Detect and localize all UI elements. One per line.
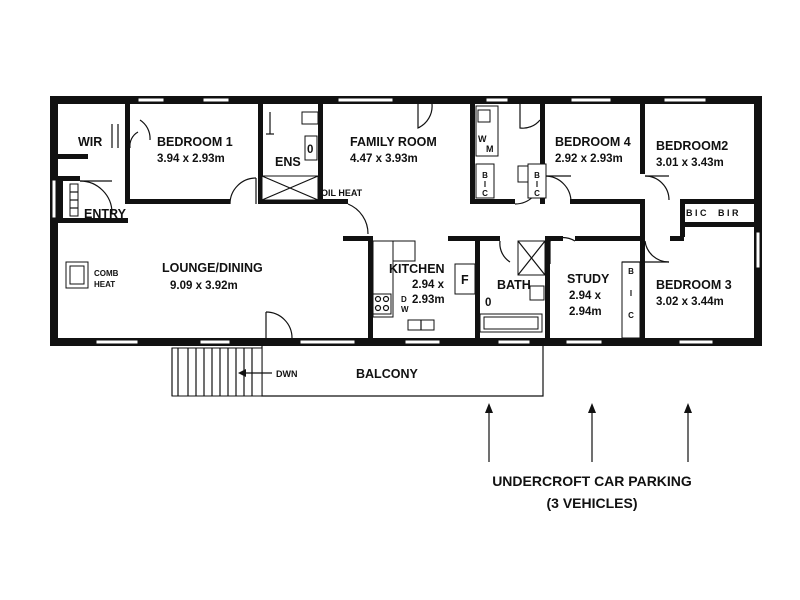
study-dims-line1: 2.94 x — [569, 290, 602, 302]
entry-label: ENTRY — [84, 207, 127, 221]
bath-fixtures — [479, 240, 546, 333]
dwn-arrow — [238, 369, 272, 377]
wm-w: W — [478, 134, 487, 144]
study-label: STUDY — [567, 272, 610, 286]
bedroom3-label: BEDROOM 3 — [656, 278, 732, 292]
dwn-label: DWN — [276, 369, 298, 379]
comb-heat-label-2: HEAT — [94, 280, 115, 289]
parking-caption-line1: UNDERCROFT CAR PARKING — [492, 473, 692, 489]
dw-w: W — [401, 305, 409, 314]
wir-rails — [111, 124, 119, 148]
top-windows — [137, 97, 707, 103]
ensuite-fixtures — [261, 111, 319, 201]
kitchen-benches — [372, 240, 476, 331]
study-bic-i: I — [630, 289, 632, 298]
bedroom2-label: BEDROOM2 — [656, 139, 728, 153]
wir-label: WIR — [78, 135, 102, 149]
right-window — [755, 231, 761, 269]
family-room-dims: 4.47 x 3.93m — [350, 153, 418, 165]
bedroom1-dims: 3.94 x 2.93m — [157, 153, 225, 165]
lounge-dining-dims: 9.09 x 3.92m — [170, 280, 238, 292]
bic-label: B I C — [686, 208, 707, 218]
bedroom3-dims: 3.02 x 3.44m — [656, 296, 724, 308]
bedroom2-dims: 3.01 x 3.43m — [656, 157, 724, 169]
left-window — [51, 179, 57, 219]
bir-label: B I R — [718, 208, 739, 218]
kitchen-dims-line2: 2.93m — [412, 294, 445, 306]
dw-d: D — [401, 295, 407, 304]
parking-arrows — [485, 403, 692, 462]
bed4-bic-b: B — [534, 171, 540, 180]
study-bic-c: C — [628, 311, 634, 320]
wm-m: M — [486, 144, 494, 154]
bath-label: BATH — [497, 278, 531, 292]
kitchen-label: KITCHEN — [389, 262, 445, 276]
family-room-label: FAMILY ROOM — [350, 135, 437, 149]
parking-caption-line2: (3 VEHICLES) — [546, 495, 637, 511]
ens-zero: 0 — [307, 144, 313, 156]
comb-heat-label-1: COMB — [94, 269, 119, 278]
laundry-bic-c: C — [482, 189, 488, 198]
comb-heat-unit — [65, 261, 89, 289]
study-bic-b: B — [628, 267, 634, 276]
bed4-bic-i: I — [536, 180, 538, 189]
study-dims-line2: 2.94m — [569, 306, 602, 318]
bedroom1-label: BEDROOM 1 — [157, 135, 233, 149]
oil-heat-label: OIL HEAT — [321, 188, 363, 198]
laundry-bic-i: I — [484, 180, 486, 189]
interior-walls — [58, 104, 754, 338]
ens-label: ENS — [275, 155, 301, 169]
balcony-label: BALCONY — [356, 367, 418, 381]
bath-zero: 0 — [485, 297, 491, 309]
bottom-windows — [95, 339, 714, 345]
bedroom4-dims: 2.92 x 2.93m — [555, 153, 623, 165]
fridge-label: F — [461, 273, 469, 287]
door-swings — [79, 103, 670, 339]
balcony-steps — [187, 348, 253, 396]
balcony-outline — [171, 346, 544, 397]
study-bic — [621, 261, 641, 339]
bed4-bic-c: C — [534, 189, 540, 198]
laundry-fixtures — [475, 105, 547, 199]
kitchen-dims-line1: 2.94 x — [412, 279, 445, 291]
entry-steps — [69, 183, 79, 217]
lounge-dining-label: LOUNGE/DINING — [162, 261, 263, 275]
laundry-bic-b: B — [482, 171, 488, 180]
bedroom4-label: BEDROOM 4 — [555, 135, 631, 149]
